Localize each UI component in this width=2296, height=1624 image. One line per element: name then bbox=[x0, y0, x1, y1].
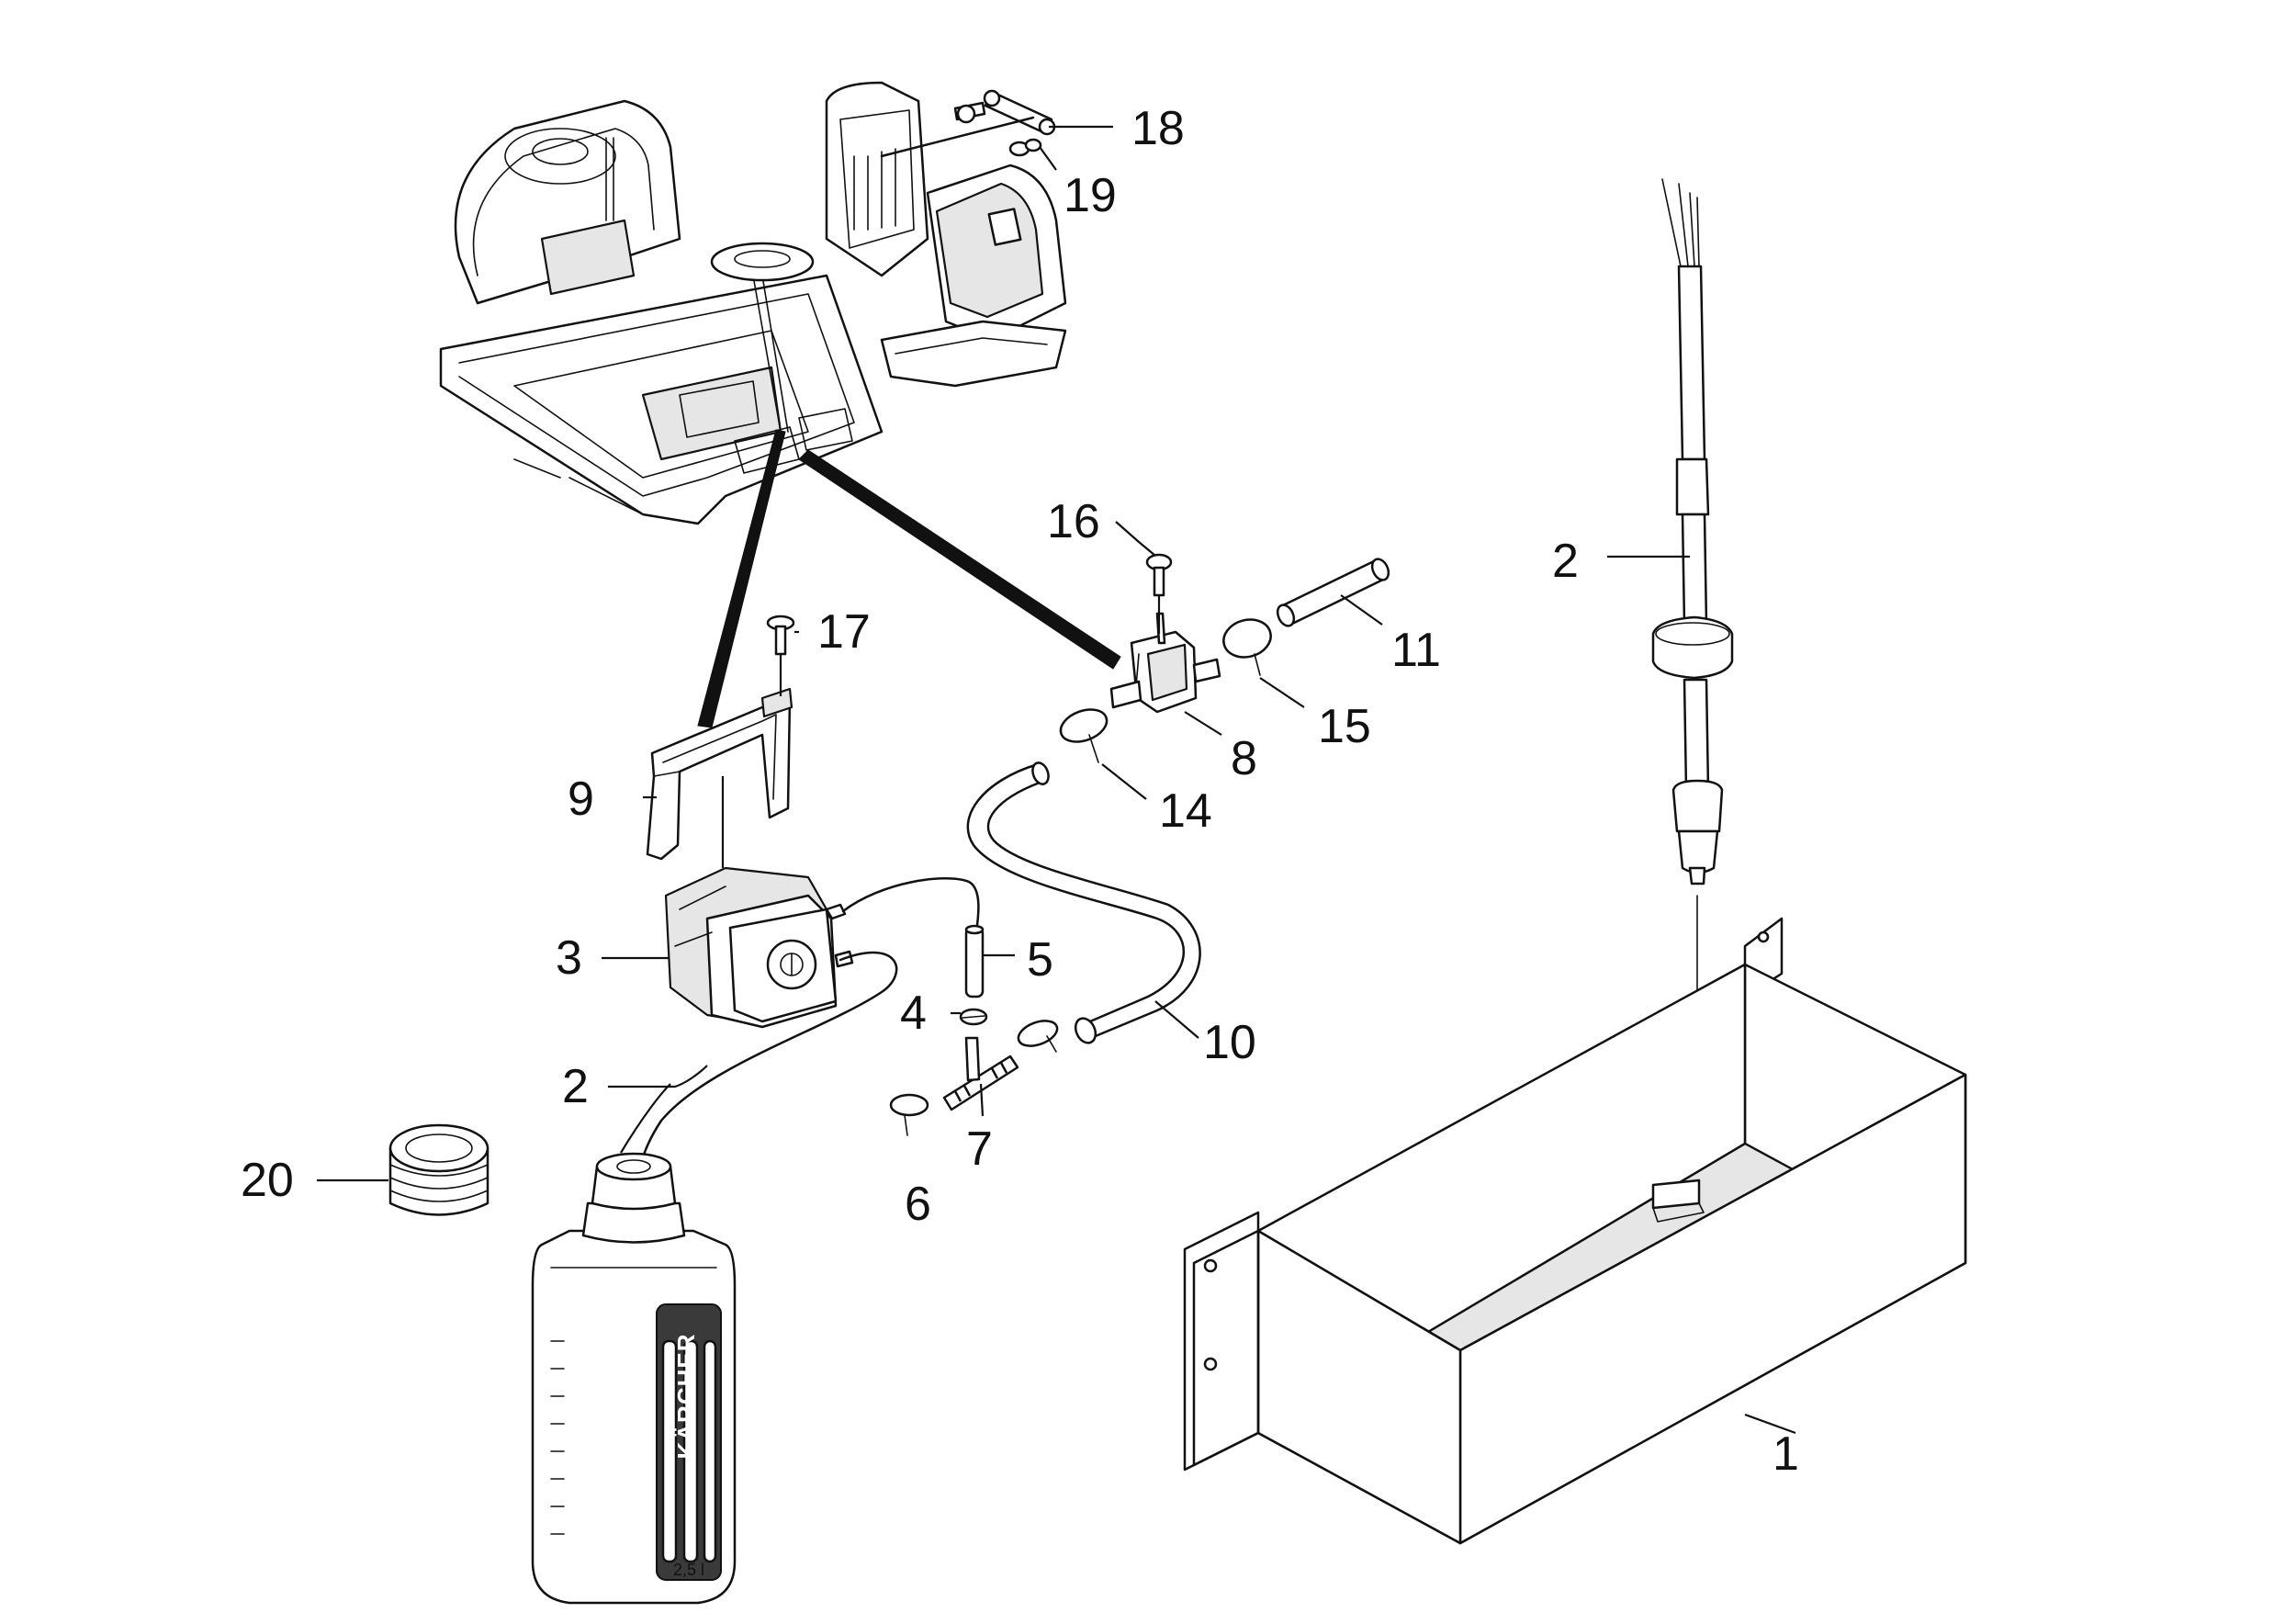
part-15-clamp bbox=[1222, 618, 1305, 708]
part-3-pump bbox=[664, 866, 854, 1029]
callout-8: 8 bbox=[1231, 732, 1257, 785]
callout-11: 11 bbox=[1391, 624, 1441, 677]
callout-1: 1 bbox=[1773, 1427, 1799, 1481]
part-1-tray bbox=[1183, 917, 1967, 1545]
callout-9: 9 bbox=[568, 773, 594, 826]
part-9-bracket bbox=[646, 687, 793, 868]
callout-17: 17 bbox=[817, 605, 871, 659]
callout-2-cable: 2 bbox=[1552, 535, 1579, 588]
detergent-bottle: KÄRCHER 2,5 l bbox=[531, 1083, 737, 1605]
bottle-brand-label: KÄRCHER bbox=[672, 1334, 700, 1460]
part-11-hose-piece bbox=[1276, 558, 1390, 627]
callout-7: 7 bbox=[966, 1122, 993, 1176]
callout-19: 19 bbox=[1064, 169, 1117, 222]
leader-lines bbox=[602, 521, 1156, 1088]
callout-14: 14 bbox=[1159, 784, 1212, 838]
callout-2-tube: 2 bbox=[562, 1060, 589, 1113]
callout-20: 20 bbox=[241, 1154, 294, 1207]
part-2-level-sensor bbox=[1607, 178, 1734, 1204]
callout-18: 18 bbox=[1131, 102, 1185, 155]
part-7-t-connector bbox=[942, 1036, 1019, 1117]
callout-labels: 18 19 2 16 11 17 15 8 9 14 3 5 4 10 2 7 … bbox=[241, 102, 1799, 1481]
callout-10: 10 bbox=[1203, 1016, 1256, 1069]
part-14-clamp bbox=[1059, 708, 1147, 800]
part-16-screw bbox=[1145, 553, 1173, 634]
part-4-clamp bbox=[951, 1008, 988, 1026]
part-10-hose bbox=[966, 761, 1201, 1044]
callout-15: 15 bbox=[1318, 700, 1371, 753]
part-5-hose-piece bbox=[964, 924, 1015, 998]
tube-2-suction bbox=[636, 951, 898, 1187]
washer-19 bbox=[1008, 138, 1057, 171]
clamp-hose-10 bbox=[1017, 1020, 1059, 1053]
callout-16: 16 bbox=[1047, 495, 1100, 548]
tube-upper bbox=[841, 877, 980, 934]
part-6-clamp bbox=[889, 1093, 929, 1136]
callout-6: 6 bbox=[905, 1178, 931, 1231]
part-20-cap bbox=[317, 1123, 490, 1216]
machine-chassis bbox=[439, 81, 1067, 525]
callout-3: 3 bbox=[556, 931, 582, 985]
screw-17 bbox=[766, 615, 795, 696]
callout-5: 5 bbox=[1027, 933, 1053, 987]
assignment-line-valve bbox=[798, 449, 1121, 670]
callout-4: 4 bbox=[900, 987, 927, 1040]
bottle-volume-label: 2,5 l bbox=[673, 1561, 704, 1579]
part-8-solenoid-valve bbox=[1109, 612, 1222, 736]
bolt-assembly-18 bbox=[953, 89, 1113, 136]
